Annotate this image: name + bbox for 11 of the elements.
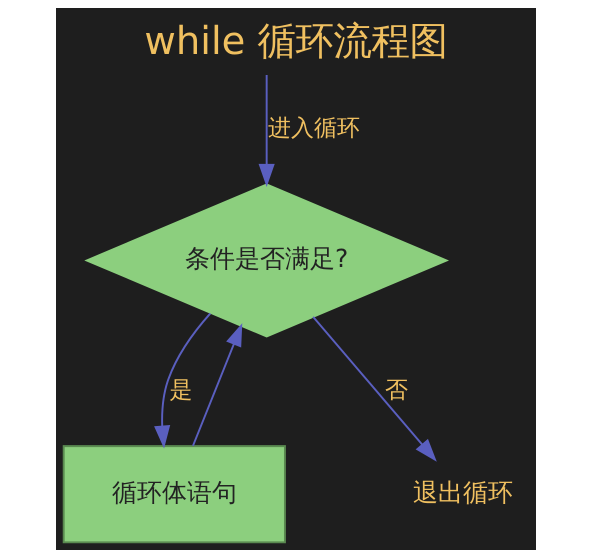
arrow [258, 74, 274, 187]
node-text: 退出循环 [412, 478, 512, 507]
node-diamond: 条件是否满足? [84, 183, 449, 338]
arrow [154, 312, 211, 449]
edge-label: 否 [384, 377, 408, 404]
diagram-title: while 循环流程图 [144, 19, 448, 64]
arrow [312, 316, 436, 462]
node-box: 循环体语句 [62, 445, 286, 544]
arrow [192, 323, 242, 446]
edge-label: 进入循环 [267, 116, 360, 142]
edge-label: 是 [169, 377, 192, 404]
